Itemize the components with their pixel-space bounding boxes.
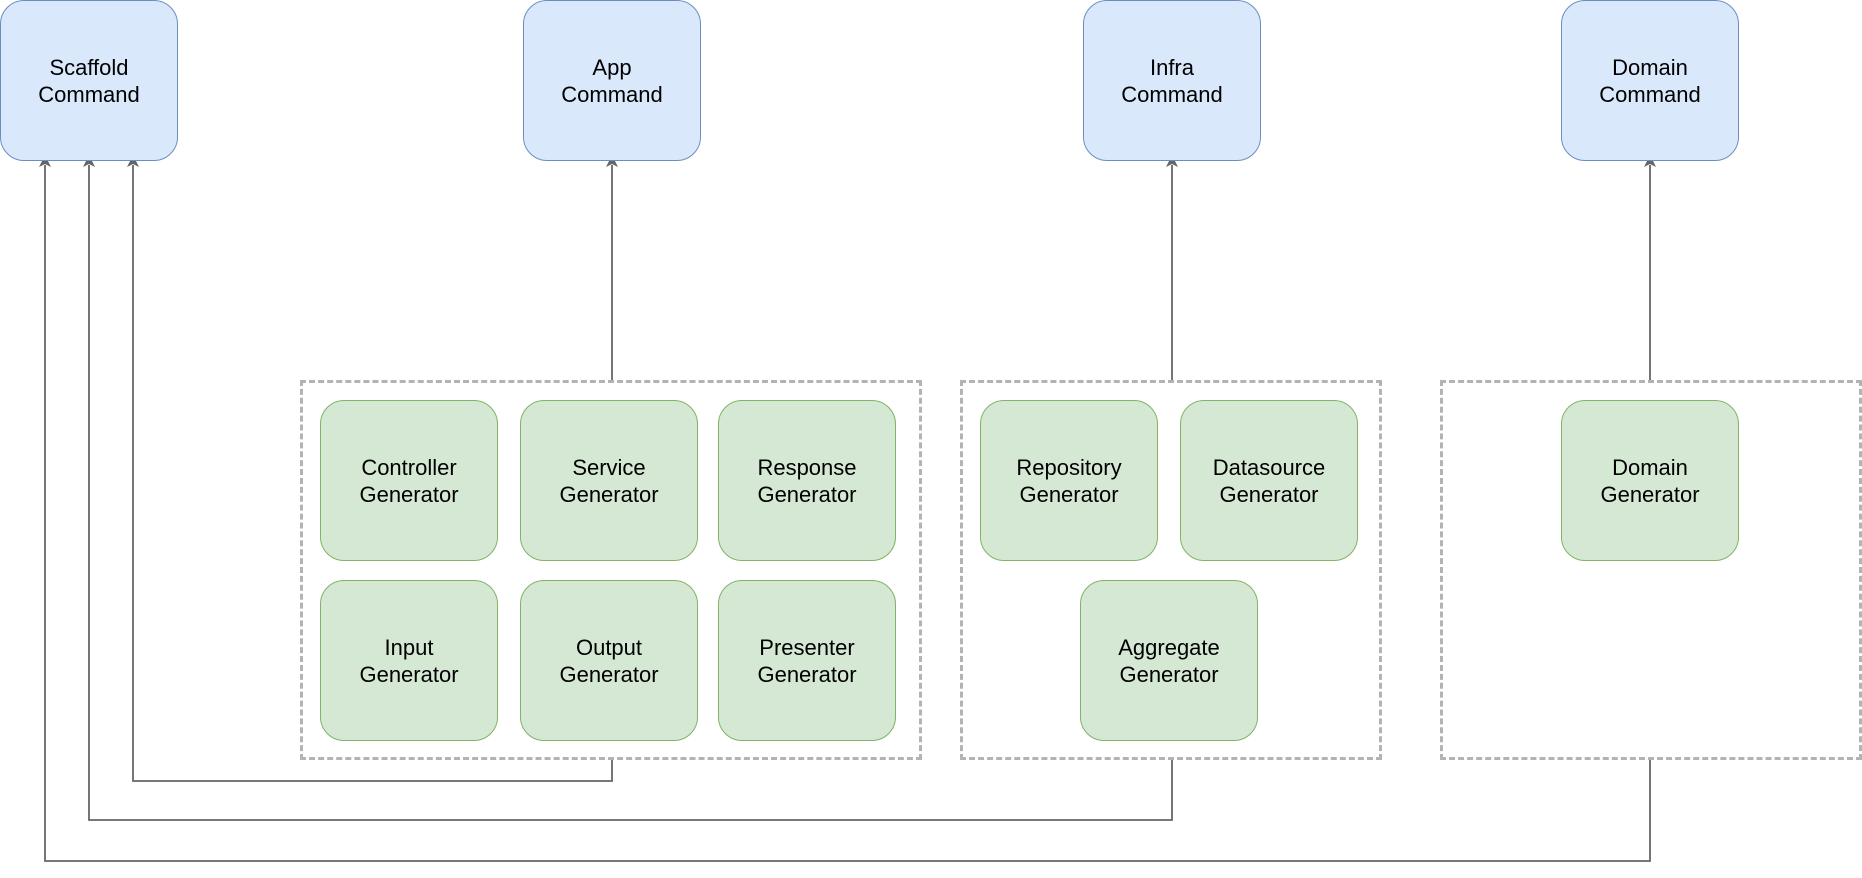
- presenter-generator-node[interactable]: Presenter Generator: [718, 580, 896, 741]
- aggregate-generator-label: Aggregate Generator: [1118, 634, 1220, 687]
- domain-command-label: Domain Command: [1599, 54, 1701, 107]
- response-generator-label: Response Generator: [757, 454, 857, 507]
- controller-generator-label: Controller Generator: [359, 454, 459, 507]
- aggregate-generator-node[interactable]: Aggregate Generator: [1080, 580, 1258, 741]
- domain-generator-node[interactable]: Domain Generator: [1561, 400, 1739, 561]
- datasource-generator-label: Datasource Generator: [1212, 454, 1326, 507]
- domain-generators-group: [1440, 380, 1862, 760]
- datasource-generator-node[interactable]: Datasource Generator: [1180, 400, 1358, 561]
- edge-app-group-to-scaffold-command: [127, 155, 613, 782]
- repository-generator-node[interactable]: Repository Generator: [980, 400, 1158, 561]
- output-generator-node[interactable]: Output Generator: [520, 580, 698, 741]
- app-command-label: App Command: [561, 54, 663, 107]
- infra-command-label: Infra Command: [1121, 54, 1223, 107]
- presenter-generator-label: Presenter Generator: [757, 634, 857, 687]
- infra-command-node[interactable]: Infra Command: [1083, 0, 1261, 161]
- edge-domain-group-to-scaffold-command: [39, 155, 1651, 862]
- service-generator-label: Service Generator: [559, 454, 659, 507]
- domain-generator-label: Domain Generator: [1600, 454, 1700, 507]
- edge-infra-group-to-scaffold-command: [83, 155, 1173, 821]
- input-generator-node[interactable]: Input Generator: [320, 580, 498, 741]
- input-generator-label: Input Generator: [359, 634, 459, 687]
- controller-generator-node[interactable]: Controller Generator: [320, 400, 498, 561]
- repository-generator-label: Repository Generator: [1016, 454, 1122, 507]
- scaffold-command-node[interactable]: Scaffold Command: [0, 0, 178, 161]
- app-command-node[interactable]: App Command: [523, 0, 701, 161]
- service-generator-node[interactable]: Service Generator: [520, 400, 698, 561]
- app-generators-group: [300, 380, 922, 760]
- output-generator-label: Output Generator: [559, 634, 659, 687]
- infra-generators-group: [960, 380, 1382, 760]
- domain-command-node[interactable]: Domain Command: [1561, 0, 1739, 161]
- scaffold-command-label: Scaffold Command: [38, 54, 140, 107]
- response-generator-node[interactable]: Response Generator: [718, 400, 896, 561]
